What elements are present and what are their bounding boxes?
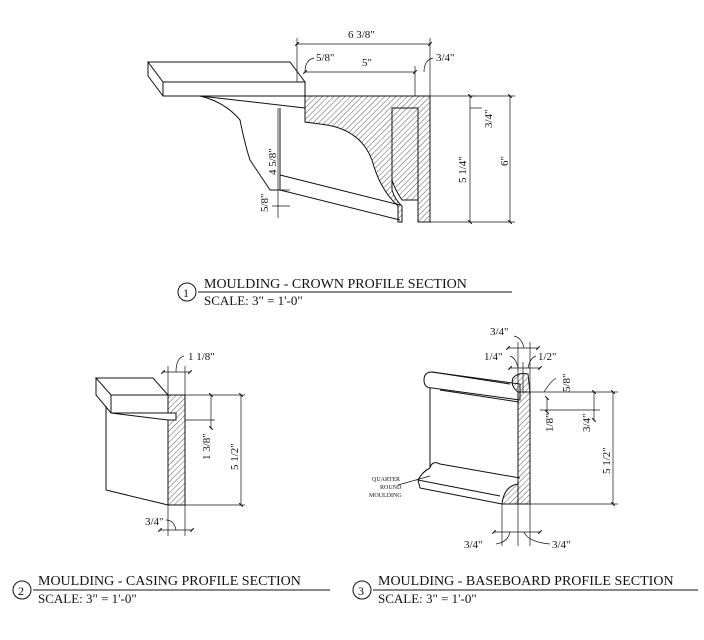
baseboard-note-line-3: MOULDING (369, 493, 402, 499)
baseboard-note-line-1: QUARTER (372, 477, 400, 483)
detail-1-bubble (177, 282, 197, 302)
detail-1-title: MOULDING - CROWN PROFILE SECTION (204, 277, 467, 292)
detail-3-bubble (352, 580, 372, 600)
baseboard-moulding-drawing: QUARTER ROUND MOULDING 3/4" 1/4" 1/2" 5/… (352, 326, 698, 606)
detail-3-number: 3 (358, 584, 364, 598)
baseboard-dim-top-depth: 3/4" (490, 326, 509, 338)
baseboard-quarter-round (501, 483, 519, 505)
baseboard-dim-bead: 5/8" (561, 373, 573, 392)
detail-1-scale: SCALE: 3" = 1'-0" (204, 293, 303, 308)
baseboard-dim-overall-height: 5 1/2" (601, 447, 613, 474)
casing-dim-top-depth: 1 1/8" (188, 351, 215, 363)
crown-dim-overall-height: 6" (499, 156, 511, 166)
crown-dim-left-height: 4 5/8" (267, 148, 279, 175)
crown-moulding-drawing: 6 3/8" 5/8" 5" 3/4" 3/4" 5 1/4" 6" 4 5/8… (147, 29, 515, 308)
baseboard-dim-bottom-right: 3/4" (552, 539, 571, 551)
crown-dim-right-offset: 3/4" (436, 52, 455, 64)
baseboard-dim-right-top: 1/2" (538, 351, 557, 363)
crown-cap-top (147, 61, 306, 83)
detail-2-scale: SCALE: 3" = 1'-0" (38, 591, 137, 606)
crown-dim-left-offset: 5/8" (316, 52, 335, 64)
detail-1-number: 1 (183, 286, 189, 300)
crown-dim-inner-height: 5 1/4" (457, 156, 469, 183)
baseboard-note-line-2: ROUND (380, 485, 402, 491)
casing-moulding-drawing: 1 1/8" 1 3/8" 5 1/2" 3/4" 2 MOULDING - C… (12, 351, 330, 606)
crown-dim-overall-width: 6 3/8" (348, 29, 375, 41)
casing-dim-overall-height: 5 1/2" (229, 443, 241, 470)
baseboard-bead (511, 373, 531, 393)
baseboard-dim-right-side: 3/4" (581, 413, 593, 432)
baseboard-section-hatch (517, 391, 531, 505)
baseboard-dim-left-side: 1/8" (544, 413, 556, 432)
crown-dim-middle-width: 5" (362, 57, 372, 69)
detail-2-title: MOULDING - CASING PROFILE SECTION (38, 574, 301, 589)
detail-3-title: MOULDING - BASEBOARD PROFILE SECTION (378, 574, 674, 589)
baseboard-dim-bottom-left: 3/4" (464, 539, 483, 551)
crown-dim-bottom-step: 5/8" (259, 193, 271, 212)
casing-section-hatch (167, 394, 186, 506)
detail-3-scale: SCALE: 3" = 1'-0" (378, 591, 477, 606)
casing-dim-rabbet-height: 1 3/8" (201, 433, 213, 460)
detail-2-number: 2 (18, 584, 24, 598)
detail-2-bubble (12, 580, 32, 600)
crown-dim-top-height: 3/4" (483, 109, 495, 128)
casing-dim-base-thickness: 3/4" (145, 516, 164, 528)
crown-section-hatch (304, 95, 431, 223)
baseboard-dim-left-top: 1/4" (484, 351, 503, 363)
